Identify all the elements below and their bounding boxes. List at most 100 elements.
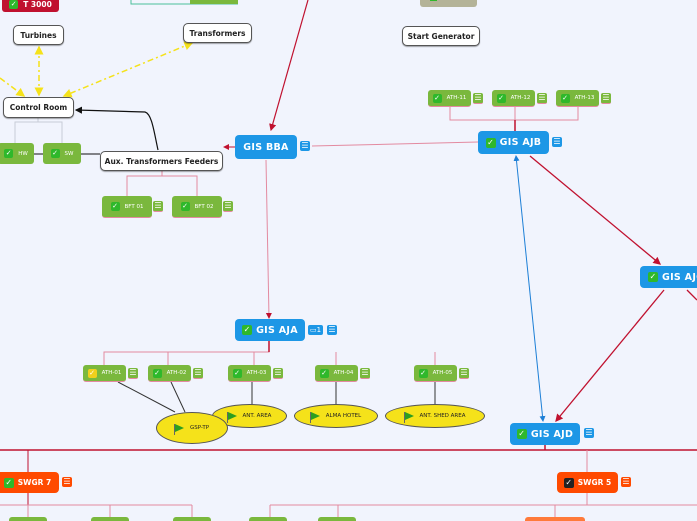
flag-icon — [309, 412, 320, 423]
check-icon[interactable]: ✓ — [152, 368, 162, 378]
node-label: ATH-12 — [510, 95, 531, 101]
node-gis-aja[interactable]: ✓ GIS AJA — [235, 319, 305, 341]
node-label: GIS BBA — [243, 141, 289, 153]
node-ath-02[interactable]: ✓ ATH-02 — [148, 365, 191, 382]
node-ath-05[interactable]: ✓ ATH-05 — [414, 365, 457, 382]
notes-icon[interactable]: ☰ — [153, 201, 163, 212]
notes-icon[interactable]: ☰ — [621, 477, 631, 487]
check-icon[interactable]: ✓ — [9, 0, 19, 9]
node-label: GIS AJD — [530, 428, 574, 440]
node-sw[interactable]: ✓ SW — [43, 143, 81, 164]
check-icon[interactable]: ✓ — [418, 368, 428, 378]
notes-icon[interactable]: ☰ — [62, 477, 72, 487]
node-turbines[interactable]: Turbines — [13, 25, 64, 45]
check-icon[interactable]: ✓ — [3, 477, 14, 488]
node-label: SWGR 5 — [577, 478, 612, 487]
link-bba-aja — [265, 159, 272, 319]
check-icon[interactable]: ✓ — [50, 149, 60, 158]
node-transformers[interactable]: Transformers — [183, 23, 252, 43]
partial-check-icon[interactable]: ✓ — [87, 368, 97, 378]
node-label: ATH-05 — [432, 370, 453, 376]
node-aux-transformers-feeders[interactable]: Aux. Transformers Feeders — [100, 151, 223, 171]
notes-icon[interactable]: ☰ — [601, 93, 611, 104]
node-gis-ajd[interactable]: ✓ GIS AJD — [510, 423, 580, 445]
notes-icon[interactable]: ☰ — [459, 368, 469, 379]
check-icon[interactable]: ✓ — [496, 93, 506, 103]
check-icon[interactable]: ✓ — [110, 202, 120, 211]
notes-icon[interactable]: ☰ — [273, 368, 283, 379]
node-t3000[interactable]: ✓ T 3000 — [2, 0, 59, 12]
marker-alma-hotel[interactable]: ALMA HOTEL — [294, 404, 378, 428]
check-icon[interactable]: ✓ — [232, 368, 242, 378]
node-ath-01[interactable]: ✓ ATH-01 — [83, 365, 126, 382]
notes-icon[interactable]: ☰ — [360, 368, 370, 379]
link-ajb-ajc — [529, 155, 661, 265]
comment-count-badge[interactable]: ▭ 1 — [308, 325, 324, 335]
marker-ant-shed-area[interactable]: ANT. SHED AREA — [385, 404, 485, 428]
node-gis-ajb[interactable]: ✓ GIS AJB — [478, 131, 549, 154]
check-icon[interactable]: ✓ — [180, 202, 190, 211]
node-start-generator[interactable]: Start Generator — [402, 26, 480, 46]
node-control-room[interactable]: Control Room — [3, 97, 74, 118]
node-label: ATH-11 — [446, 95, 467, 101]
link-ajb-bba — [311, 141, 479, 147]
node-label: BFT 01 — [124, 203, 144, 210]
child-node-stub[interactable] — [249, 517, 287, 521]
check-icon[interactable]: ✓ — [319, 368, 329, 378]
check-icon[interactable]: ✓ — [560, 93, 570, 103]
notes-icon[interactable]: ☰ — [537, 93, 547, 104]
link-ajb-ajd — [513, 155, 546, 422]
node-label: Turbines — [20, 30, 57, 40]
check-icon[interactable]: ✓ — [648, 272, 658, 282]
marker-gsp-tp[interactable]: GSP-TP — [156, 412, 228, 444]
check-icon — [430, 0, 437, 1]
notes-icon[interactable]: ☰ — [223, 201, 233, 212]
node-hw[interactable]: ✓ HW — [0, 143, 34, 164]
node-swgr-5[interactable]: ✓ SWGR 5 — [557, 472, 618, 493]
notes-icon[interactable]: ☰ — [300, 141, 310, 151]
node-ath-11[interactable]: ✓ ATH-11 — [428, 90, 471, 107]
node-label: GIS AJA — [256, 324, 298, 336]
node-swgr-7[interactable]: ✓ SWGR 7 — [0, 472, 59, 493]
notes-icon[interactable]: ☰ — [193, 368, 203, 379]
check-icon[interactable]: ✓ — [563, 477, 574, 488]
child-node-stub[interactable] — [525, 517, 585, 521]
notes-icon[interactable]: ☰ — [552, 137, 562, 147]
marker-label: GSP-TP — [189, 425, 210, 431]
check-icon[interactable]: ✓ — [485, 137, 496, 148]
node-bft-02[interactable]: ✓ BFT 02 — [172, 196, 222, 218]
comment-icon: ▭ — [310, 326, 317, 334]
child-node-stub[interactable] — [318, 517, 356, 521]
node-ath-04[interactable]: ✓ ATH-04 — [315, 365, 358, 382]
node-label: ATH-03 — [246, 370, 267, 376]
node-gis-bba[interactable]: GIS BBA — [235, 135, 297, 159]
child-node-stub[interactable] — [9, 517, 47, 521]
node-label: ATH-04 — [333, 370, 354, 376]
notes-icon[interactable]: ☰ — [327, 325, 337, 335]
marker-label: ALMA HOTEL — [325, 413, 362, 419]
marker-label: ANT. AREA — [242, 413, 272, 419]
node-ath-03[interactable]: ✓ ATH-03 — [228, 365, 271, 382]
notes-icon[interactable]: ☰ — [584, 428, 594, 438]
node-offscreen-green[interactable] — [190, 0, 238, 4]
check-icon[interactable]: ✓ — [516, 429, 527, 439]
link-transformers-control — [62, 41, 194, 98]
node-label: T 3000 — [23, 0, 52, 9]
node-offscreen-gray[interactable] — [420, 0, 477, 7]
node-bft-01[interactable]: ✓ BFT 01 — [102, 196, 152, 218]
check-icon[interactable]: ✓ — [4, 149, 14, 158]
node-label: SWGR 7 — [17, 478, 52, 487]
notes-icon[interactable]: ☰ — [473, 93, 483, 104]
node-gis-ajc[interactable]: ✓ GIS AJC — [640, 266, 697, 288]
node-label: SW — [64, 150, 74, 157]
node-ath-12[interactable]: ✓ ATH-12 — [492, 90, 535, 107]
child-node-stub[interactable] — [173, 517, 211, 521]
child-node-stub[interactable] — [91, 517, 129, 521]
check-icon[interactable]: ✓ — [432, 93, 442, 103]
node-ath-13[interactable]: ✓ ATH-13 — [556, 90, 599, 107]
notes-icon[interactable]: ☰ — [128, 368, 138, 379]
node-label: GIS AJB — [499, 137, 542, 148]
comment-count: 1 — [316, 326, 322, 334]
check-icon[interactable]: ✓ — [242, 325, 253, 335]
